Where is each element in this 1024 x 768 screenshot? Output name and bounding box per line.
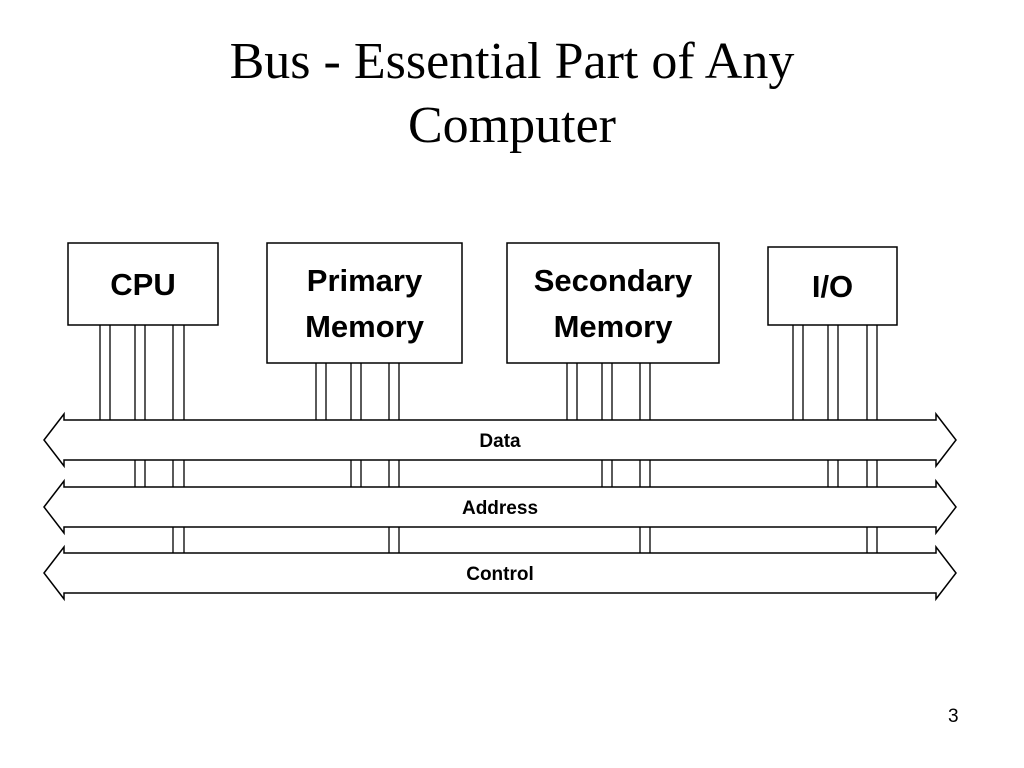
data-bus-arrow — [43, 411, 957, 469]
control-bus-label: Control — [466, 564, 534, 585]
io-box — [767, 246, 898, 326]
slide-title: Bus - Essential Part of Any Computer — [112, 30, 912, 158]
secondary-memory-box — [506, 242, 720, 364]
primary-memory-label-line-2: Memory — [305, 309, 425, 344]
title-line-1: Bus - Essential Part of Any — [229, 33, 795, 90]
control-bus-arrow — [43, 544, 957, 602]
secondary-memory-label-line-1: Secondary — [534, 263, 693, 298]
cpu-label-line-1: CPU — [110, 267, 175, 302]
page-number: 3 — [948, 706, 959, 727]
secondary-memory-label-line-2: Memory — [554, 309, 674, 344]
title-line-2: Computer — [408, 97, 616, 154]
primary-memory-box — [266, 242, 463, 364]
address-bus-arrow — [43, 478, 957, 536]
primary-memory-label-line-1: Primary — [307, 263, 423, 298]
io-label-line-1: I/O — [812, 269, 853, 304]
cpu-box — [67, 242, 219, 326]
address-bus-label: Address — [462, 498, 538, 519]
data-bus-label: Data — [479, 431, 521, 452]
